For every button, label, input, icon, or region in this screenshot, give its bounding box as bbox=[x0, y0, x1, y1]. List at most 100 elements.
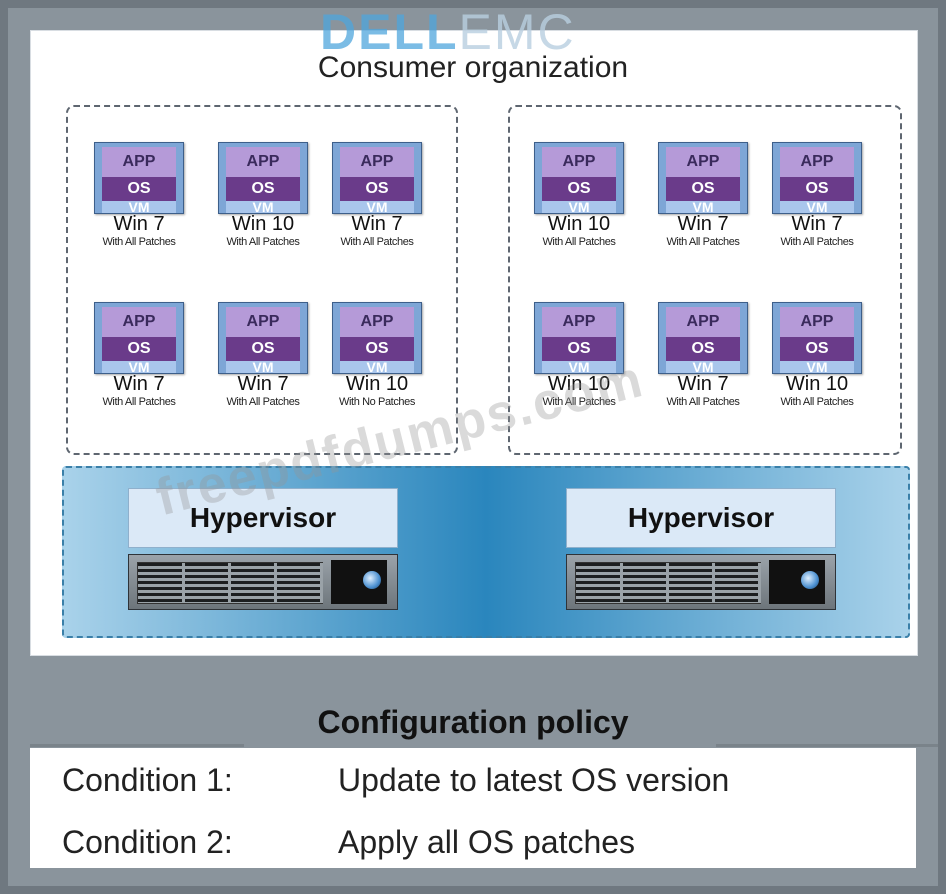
policy-title: Configuration policy bbox=[317, 704, 629, 740]
os-layer: OS bbox=[226, 177, 300, 201]
policy-conditions-box bbox=[30, 748, 916, 868]
os-layer: OS bbox=[780, 337, 854, 361]
vm-layer-label: VM bbox=[340, 200, 414, 214]
server-grille bbox=[575, 562, 761, 604]
vm-os-name: Win 7 bbox=[677, 213, 729, 235]
condition-2-label: Condition 2: bbox=[62, 824, 233, 860]
vm-os-name: Win 10 bbox=[345, 373, 409, 395]
vm-os-name: Win 7 bbox=[351, 213, 403, 235]
policy-divider-right bbox=[716, 744, 938, 747]
logo-dell-text: DELL bbox=[320, 4, 459, 60]
app-layer: APP bbox=[226, 307, 300, 337]
vm-patch-note: With All Patches bbox=[102, 236, 176, 248]
vm-patch-note: With All Patches bbox=[340, 236, 414, 248]
vm-patch-note: With All Patches bbox=[542, 396, 616, 408]
app-layer: APP bbox=[340, 307, 414, 337]
vm-layer-label: VM bbox=[226, 360, 300, 374]
vm-os-name: Win 7 bbox=[791, 213, 843, 235]
vm-patch-note: With All Patches bbox=[780, 396, 854, 408]
os-layer: OS bbox=[226, 337, 300, 361]
vm-os-name: Win 10 bbox=[547, 373, 611, 395]
os-layer: OS bbox=[666, 337, 740, 361]
vm-patch-note: With All Patches bbox=[102, 396, 176, 408]
os-layer: OS bbox=[666, 177, 740, 201]
app-layer: APP bbox=[102, 147, 176, 177]
vm-group-right bbox=[508, 105, 902, 455]
app-layer: APP bbox=[340, 147, 414, 177]
organization-title: Consumer organization bbox=[317, 51, 629, 84]
hypervisor-label: Hypervisor bbox=[128, 488, 398, 548]
os-layer: OS bbox=[780, 177, 854, 201]
condition-1-label: Condition 1: bbox=[62, 762, 233, 798]
os-layer: OS bbox=[102, 177, 176, 201]
vm-layer-label: VM bbox=[780, 200, 854, 214]
hypervisor-label: Hypervisor bbox=[566, 488, 836, 548]
os-layer: OS bbox=[542, 337, 616, 361]
server-led-icon bbox=[801, 571, 819, 589]
vm-layer-label: VM bbox=[102, 360, 176, 374]
condition-1-text: Update to latest OS version bbox=[338, 762, 730, 798]
vm-layer-label: VM bbox=[780, 360, 854, 374]
server-icon bbox=[566, 554, 836, 610]
vm-os-name: Win 7 bbox=[677, 373, 729, 395]
app-layer: APP bbox=[666, 147, 740, 177]
vm-os-name: Win 10 bbox=[785, 373, 849, 395]
vm-layer-label: VM bbox=[542, 360, 616, 374]
vm-patch-note: With All Patches bbox=[666, 236, 740, 248]
hypervisor-host: Hypervisor bbox=[566, 488, 836, 610]
os-layer: OS bbox=[340, 337, 414, 361]
server-led-icon bbox=[363, 571, 381, 589]
vm-layer-label: VM bbox=[666, 360, 740, 374]
vm-layer-label: VM bbox=[542, 200, 616, 214]
vm-patch-note: With All Patches bbox=[226, 236, 300, 248]
server-grille bbox=[137, 562, 323, 604]
app-layer: APP bbox=[102, 307, 176, 337]
app-layer: APP bbox=[780, 307, 854, 337]
vm-patch-note: With No Patches bbox=[339, 396, 415, 408]
os-layer: OS bbox=[102, 337, 176, 361]
vm-layer-label: VM bbox=[666, 200, 740, 214]
logo-emc-text: EMC bbox=[458, 4, 576, 60]
app-layer: APP bbox=[542, 307, 616, 337]
policy-divider-left bbox=[30, 744, 244, 747]
dell-emc-logo: DELLEMC bbox=[320, 6, 650, 58]
hypervisor-host: Hypervisor bbox=[128, 488, 398, 610]
vm-os-name: Win 7 bbox=[237, 373, 289, 395]
app-layer: APP bbox=[666, 307, 740, 337]
app-layer: APP bbox=[542, 147, 616, 177]
vm-patch-note: With All Patches bbox=[226, 396, 300, 408]
vm-os-name: Win 7 bbox=[113, 373, 165, 395]
vm-patch-note: With All Patches bbox=[542, 236, 616, 248]
vm-os-name: Win 10 bbox=[231, 213, 295, 235]
app-layer: APP bbox=[780, 147, 854, 177]
vm-layer-label: VM bbox=[340, 360, 414, 374]
vm-os-name: Win 10 bbox=[547, 213, 611, 235]
app-layer: APP bbox=[226, 147, 300, 177]
vm-layer-label: VM bbox=[102, 200, 176, 214]
server-icon bbox=[128, 554, 398, 610]
os-layer: OS bbox=[542, 177, 616, 201]
condition-2-text: Apply all OS patches bbox=[338, 824, 636, 860]
